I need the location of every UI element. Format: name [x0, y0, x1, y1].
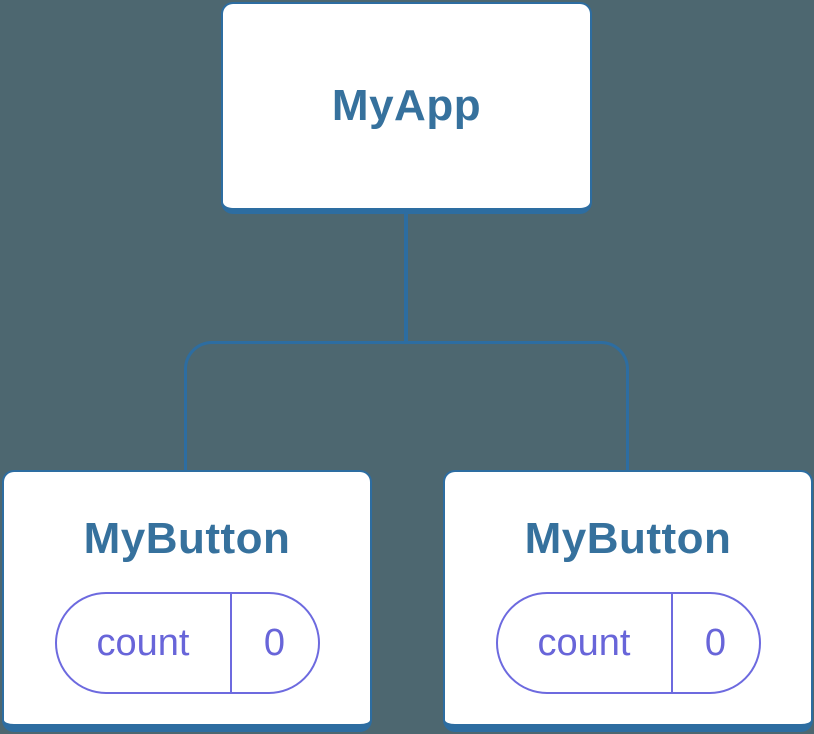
component-name-label: MyApp: [331, 80, 482, 130]
state-value: 0: [670, 594, 759, 693]
component-name-label: MyButton: [524, 514, 732, 563]
state-value: 0: [229, 594, 318, 693]
component-node-child-right: MyButton count 0: [443, 470, 813, 732]
state-badge: count 0: [54, 592, 320, 695]
tree-connector-stem: [404, 214, 408, 342]
component-name-label: MyButton: [83, 514, 291, 563]
state-badge: count 0: [495, 592, 761, 695]
state-key: count: [537, 621, 631, 664]
component-node-root: MyApp: [221, 2, 592, 214]
state-key: count: [96, 621, 190, 664]
tree-connector-branch: [184, 341, 629, 470]
component-node-child-left: MyButton count 0: [2, 470, 372, 732]
